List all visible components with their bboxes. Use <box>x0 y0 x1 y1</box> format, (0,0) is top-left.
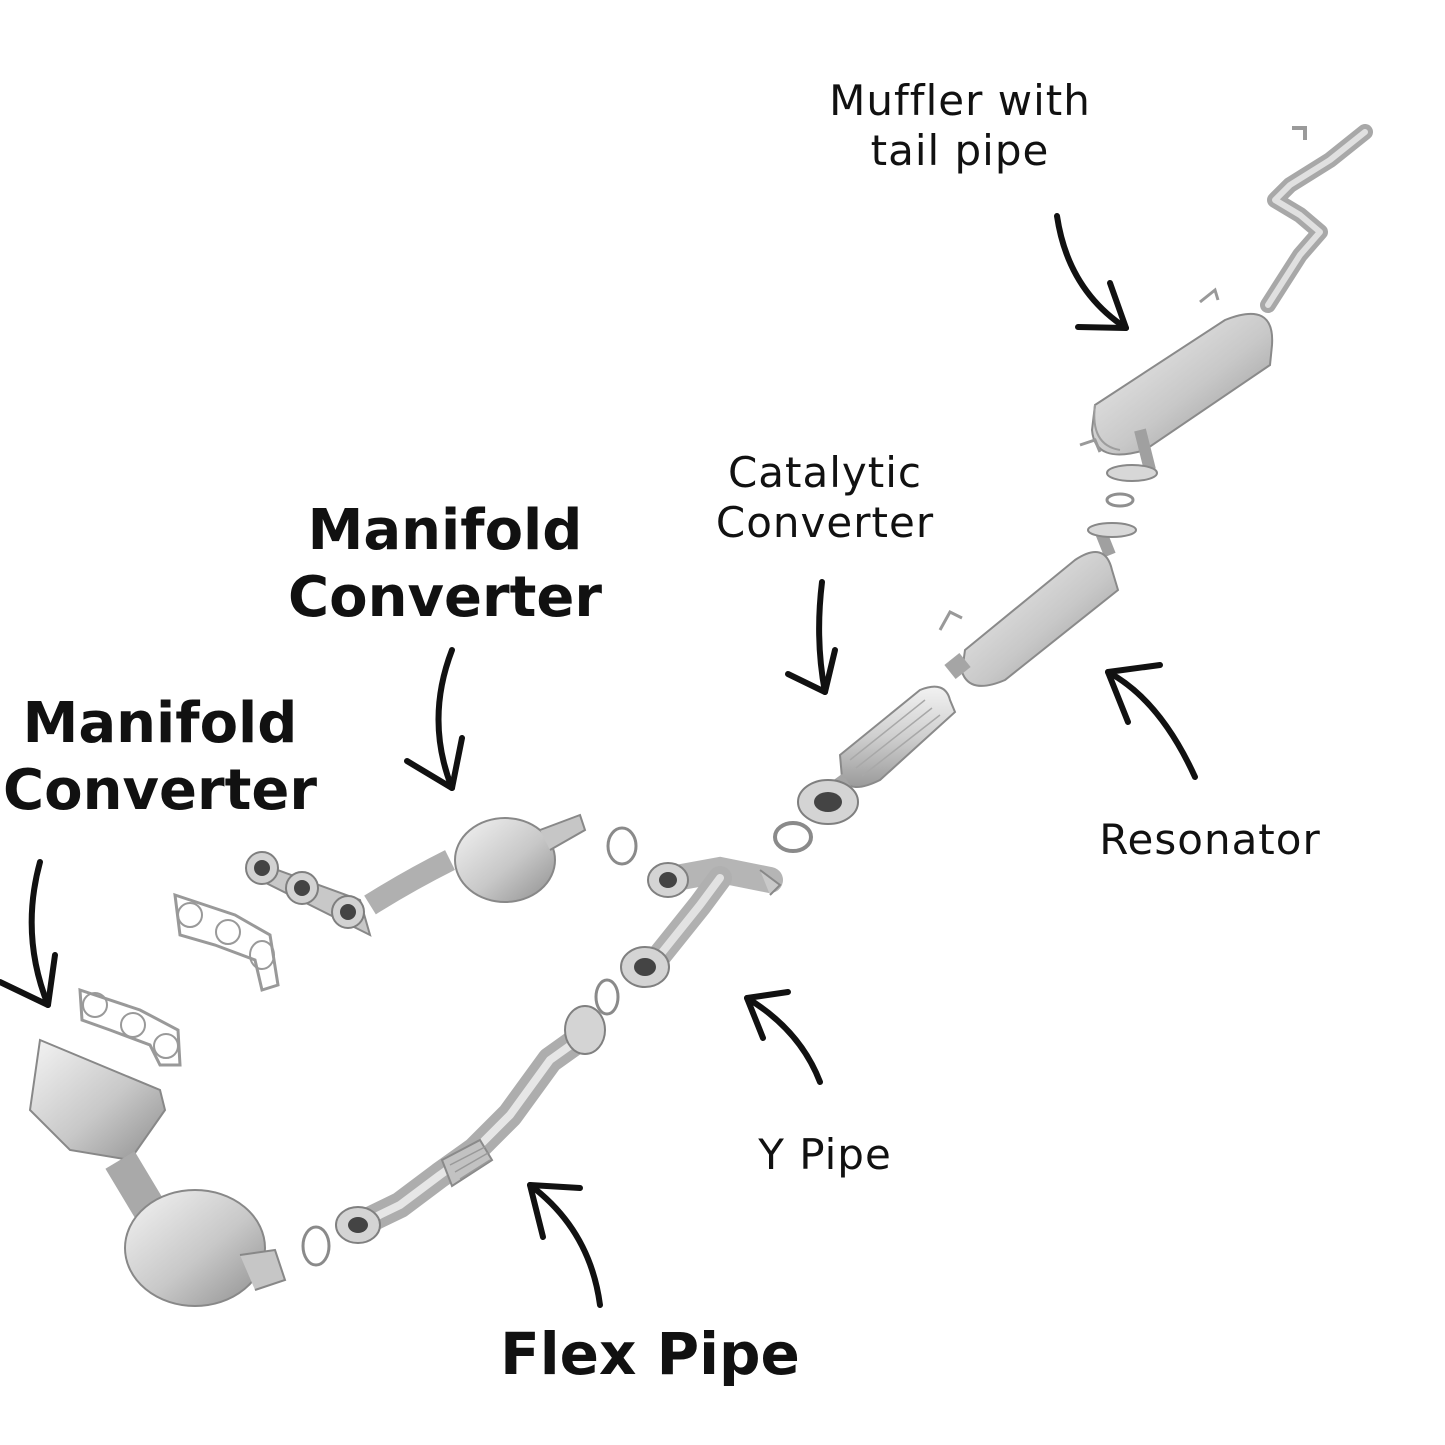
upper-manifold-gasket <box>173 892 280 992</box>
gasket-upper-manifold <box>606 826 638 866</box>
label-manifold-lower-line2: Converter <box>3 758 317 824</box>
resonator <box>938 522 1137 687</box>
arrow-catalytic <box>816 579 828 695</box>
label-catalytic-converter: Catalytic Converter <box>690 448 960 549</box>
label-manifold-upper-line1: Manifold <box>307 498 583 563</box>
arrowhead-catalytic <box>785 647 838 695</box>
gasket-lower-manifold <box>301 1225 331 1267</box>
arrow-flexpipe <box>527 1182 603 1308</box>
gasket-cat <box>773 821 813 853</box>
label-manifold-converter-upper: Manifold Converter <box>285 497 605 631</box>
flex-pipe <box>335 1005 606 1244</box>
gasket-ypipe <box>594 978 620 1016</box>
gasket-muffler <box>1105 492 1135 508</box>
tail-pipe <box>1260 124 1373 313</box>
label-flex-pipe: Flex Pipe <box>500 1320 800 1388</box>
arrowhead-muffler <box>1075 280 1129 331</box>
label-manifold-converter-lower: Manifold Converter <box>0 690 320 824</box>
label-muffler-line1: Muffler with <box>829 76 1091 125</box>
arrowhead-ypipe <box>744 989 791 1041</box>
label-manifold-upper-line2: Converter <box>288 565 602 631</box>
label-catalytic-line2: Converter <box>715 498 935 548</box>
arrowhead-manifold-lower <box>0 952 58 1008</box>
label-y-pipe: Y Pipe <box>758 1130 892 1179</box>
label-resonator: Resonator <box>1099 815 1321 864</box>
arrow-muffler <box>1054 213 1129 331</box>
arrowhead-manifold-upper <box>404 735 465 791</box>
muffler <box>1079 287 1274 482</box>
label-catalytic-line1: Catalytic <box>727 448 923 497</box>
upper-manifold-converter <box>245 813 587 937</box>
label-muffler-line2: tail pipe <box>870 126 1050 176</box>
y-pipe <box>620 856 783 988</box>
arrow-resonator <box>1105 669 1198 780</box>
label-manifold-lower-line1: Manifold <box>22 691 298 756</box>
arrowhead-flexpipe <box>527 1182 583 1240</box>
arrow-manifold-lower <box>28 859 51 1008</box>
catalytic-converter <box>797 685 957 825</box>
lower-manifold-gasket <box>78 987 182 1067</box>
label-muffler-with-tail-pipe: Muffler with tail pipe <box>800 76 1120 177</box>
arrowhead-resonator <box>1105 662 1163 725</box>
arrow-ypipe <box>744 995 823 1085</box>
lower-manifold-converter <box>28 1038 287 1307</box>
arrow-manifold-upper <box>435 647 455 791</box>
